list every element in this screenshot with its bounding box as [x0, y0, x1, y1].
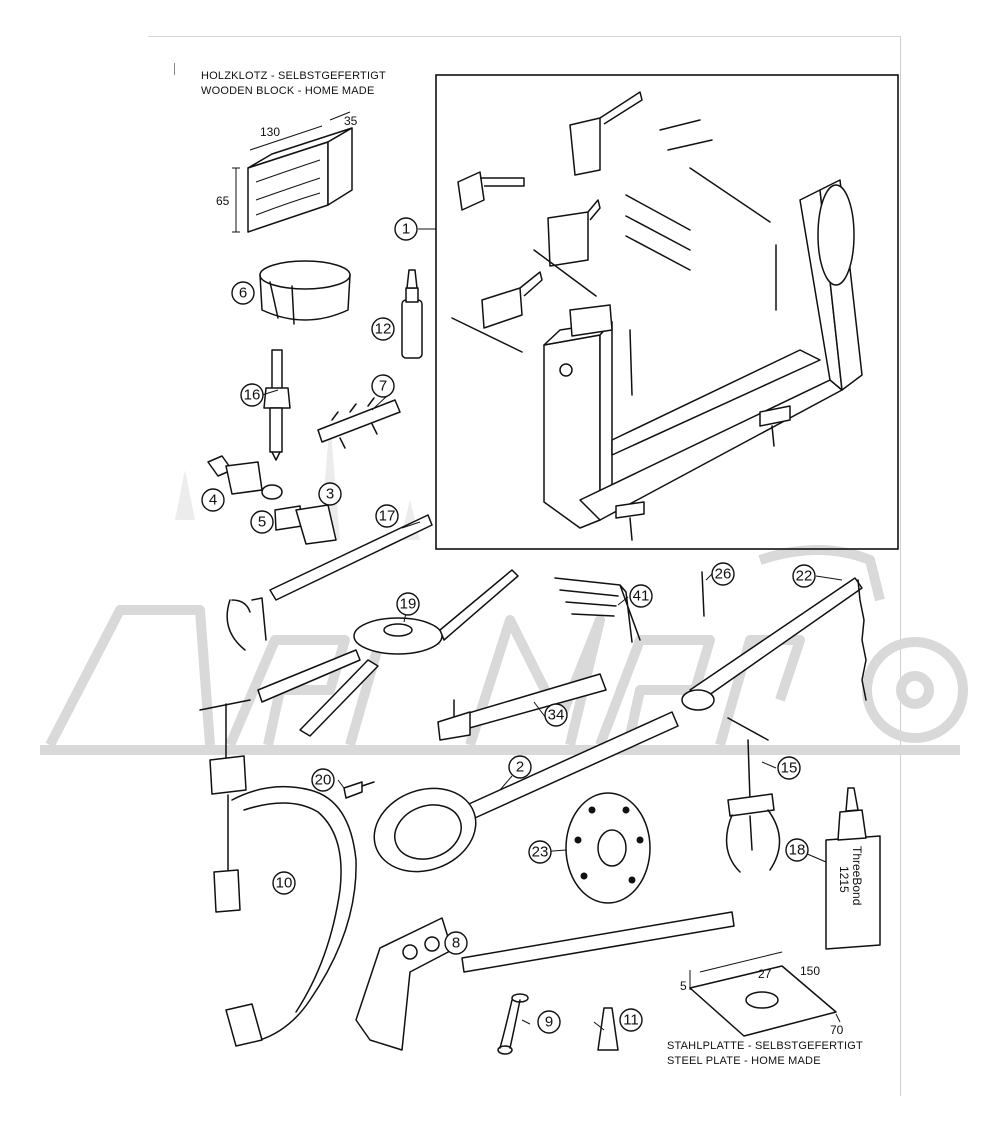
right-rule [900, 36, 901, 1096]
callout-6-label: 6 [239, 285, 247, 302]
callout-9: 9 [537, 1010, 561, 1034]
valve-insert-drawing [597, 1007, 619, 1051]
ring-clamp-drawing [259, 260, 351, 325]
callout-22-label: 22 [796, 568, 813, 585]
callout-26: 26 [711, 562, 735, 586]
callout-34: 34 [544, 703, 568, 727]
callout-3: 3 [318, 482, 342, 506]
callout-41-label: 41 [633, 588, 650, 605]
top-rule [148, 36, 900, 37]
callout-7-label: 7 [379, 378, 387, 395]
plate-hole-label: 27 [758, 967, 772, 981]
callout-26-label: 26 [715, 566, 732, 583]
steel-plate-caption: STAHLPLATTE - SELBSTGEFERTIGT STEEL PLAT… [667, 1039, 863, 1069]
callout-23-label: 23 [532, 844, 549, 861]
callout-1: 1 [394, 217, 418, 241]
wooden-block-caption-en: WOODEN BLOCK - HOME MADE [201, 85, 375, 97]
pin-drawing [701, 571, 705, 617]
callout-7: 7 [371, 374, 395, 398]
callout-2: 2 [508, 755, 532, 779]
callout-4: 4 [201, 488, 225, 512]
plate-thickness-label: 5 [680, 979, 687, 993]
callout-15-label: 15 [781, 760, 798, 777]
callout-11-label: 11 [623, 1012, 639, 1029]
wooden-block-caption-de: HOLZKLOTZ - SELBSTGEFERTIGT [201, 70, 386, 82]
bearing-puller-drawing [263, 349, 291, 461]
callout-4-label: 4 [209, 492, 217, 509]
screw-drawing [343, 781, 375, 799]
callout-34-label: 34 [548, 707, 565, 724]
callout-18: 18 [785, 838, 809, 862]
callout-17-label: 17 [379, 508, 396, 525]
long-rod-drawing [226, 514, 433, 651]
engine-stand-drawing [451, 91, 863, 541]
hex-key-set-drawing [554, 577, 641, 643]
small-wrench-drawing [497, 993, 529, 1055]
callout-11: 11 [619, 1008, 643, 1032]
callout-17: 17 [375, 504, 399, 528]
callout-20: 20 [311, 768, 335, 792]
bushing-set-drawing [207, 455, 337, 545]
callout-20-label: 20 [315, 772, 332, 789]
callout-16: 16 [240, 383, 264, 407]
callout-5-label: 5 [258, 514, 266, 531]
flywheel-disc-drawing [565, 792, 651, 904]
callout-16-label: 16 [244, 387, 261, 404]
callout-2-label: 2 [516, 759, 524, 776]
callout-1-label: 1 [402, 221, 410, 238]
callout-10: 10 [272, 871, 296, 895]
valve-spring-compressor-drawing [199, 699, 357, 1047]
callout-8: 8 [444, 931, 468, 955]
block-height-label: 65 [216, 194, 230, 208]
callout-22: 22 [792, 564, 816, 588]
callout-8-label: 8 [452, 935, 460, 952]
steel-plate-drawing: 5 27 150 70 [680, 951, 844, 1037]
steel-plate-caption-de: STAHLPLATTE - SELBSTGEFERTIGT [667, 1040, 863, 1052]
callout-15: 15 [777, 756, 801, 780]
callout-41: 41 [629, 584, 653, 608]
callout-19: 19 [396, 592, 420, 616]
callout-12-label: 12 [375, 321, 392, 338]
wooden-block-drawing: 130 35 65 [216, 111, 358, 233]
steel-plate-caption-en: STEEL PLATE - HOME MADE [667, 1055, 821, 1067]
locking-fluid-bottle-drawing [401, 269, 423, 359]
callout-19-label: 19 [400, 596, 417, 613]
wooden-block-caption: HOLZKLOTZ - SELBSTGEFERTIGT WOODEN BLOCK… [201, 69, 386, 99]
callout-3-label: 3 [326, 486, 334, 503]
plate-length-label: 150 [800, 964, 820, 978]
block-depth-label: 35 [344, 114, 358, 128]
three-arm-puller-drawing [725, 717, 781, 873]
tube-brand-label: ThreeBond [850, 846, 864, 905]
callout-12: 12 [371, 317, 395, 341]
callout-18-label: 18 [789, 842, 806, 859]
tube-code-label: 1215 [837, 866, 851, 893]
sealant-tube-drawing: ThreeBond 1215 [825, 787, 881, 950]
callout-23: 23 [528, 840, 552, 864]
callout-6: 6 [231, 281, 255, 305]
holding-bar-drawing [317, 397, 401, 449]
chain-wrench-drawing [681, 577, 867, 711]
callout-5: 5 [250, 510, 274, 534]
callout-10-label: 10 [276, 875, 293, 892]
clutch-holder-drawing [373, 711, 679, 873]
margin-tick [174, 63, 175, 75]
engine-stand-frame-box [435, 74, 899, 550]
holding-fixture-drawing [355, 911, 735, 1051]
block-length-label: 130 [260, 125, 280, 139]
disc-tool-drawing [257, 569, 519, 737]
plate-width-label: 70 [830, 1023, 844, 1037]
callout-9-label: 9 [545, 1014, 553, 1031]
flat-wrench-drawing [437, 673, 607, 741]
